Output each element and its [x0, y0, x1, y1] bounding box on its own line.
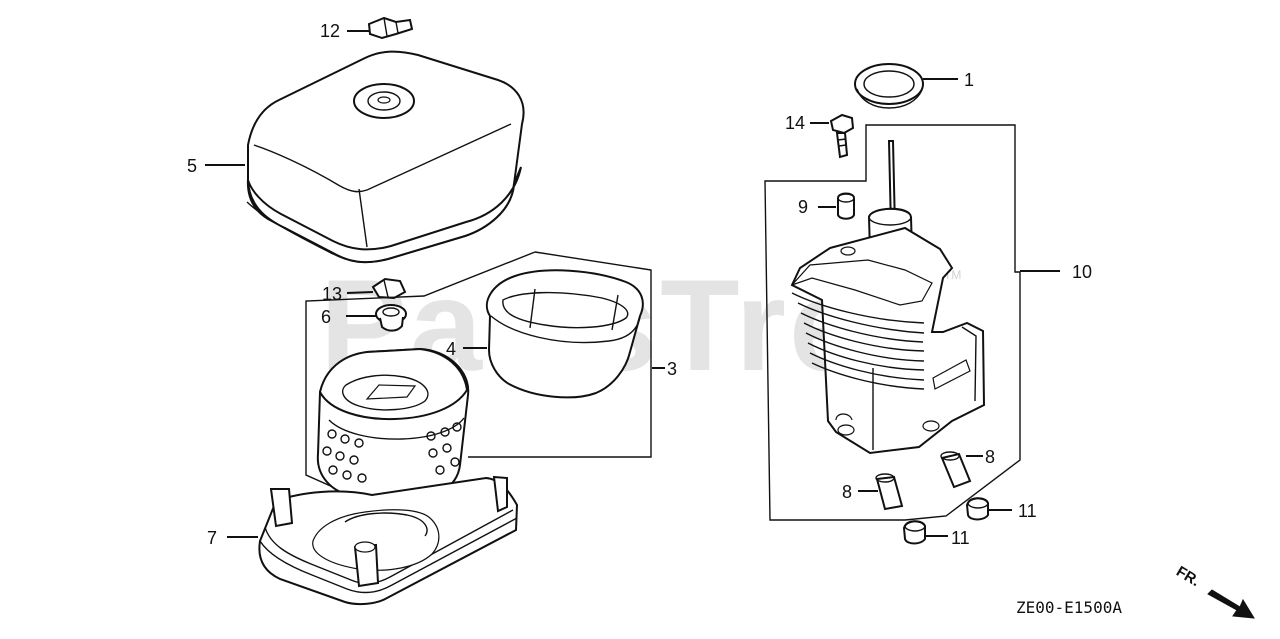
- part-10-assembly-bracket: [764, 124, 1060, 521]
- part-3-paper-element: [316, 347, 470, 501]
- part-13-wing-nut: [346, 277, 407, 300]
- part-6-grommet: [346, 304, 407, 332]
- part-1-ring-gasket: [854, 63, 958, 109]
- part-8-tube-upper: [940, 451, 983, 489]
- part-8-tube-lower: [858, 473, 904, 511]
- diagram-code: ZE00-E1500A: [1016, 598, 1122, 617]
- part-12-clip: [347, 16, 414, 40]
- part-11-plug-right: [965, 497, 1012, 521]
- part-5-air-cleaner-cover: [205, 50, 525, 264]
- part-11-plug-left: [902, 520, 948, 545]
- front-direction-arrow-icon: [1207, 589, 1255, 619]
- part-9-cap: [818, 192, 855, 220]
- part-4-foam-element: [463, 269, 644, 399]
- part-14-bolt: [810, 113, 855, 159]
- part-10-oil-bath-case: [790, 140, 986, 455]
- part-7-air-cleaner-base: [227, 475, 519, 606]
